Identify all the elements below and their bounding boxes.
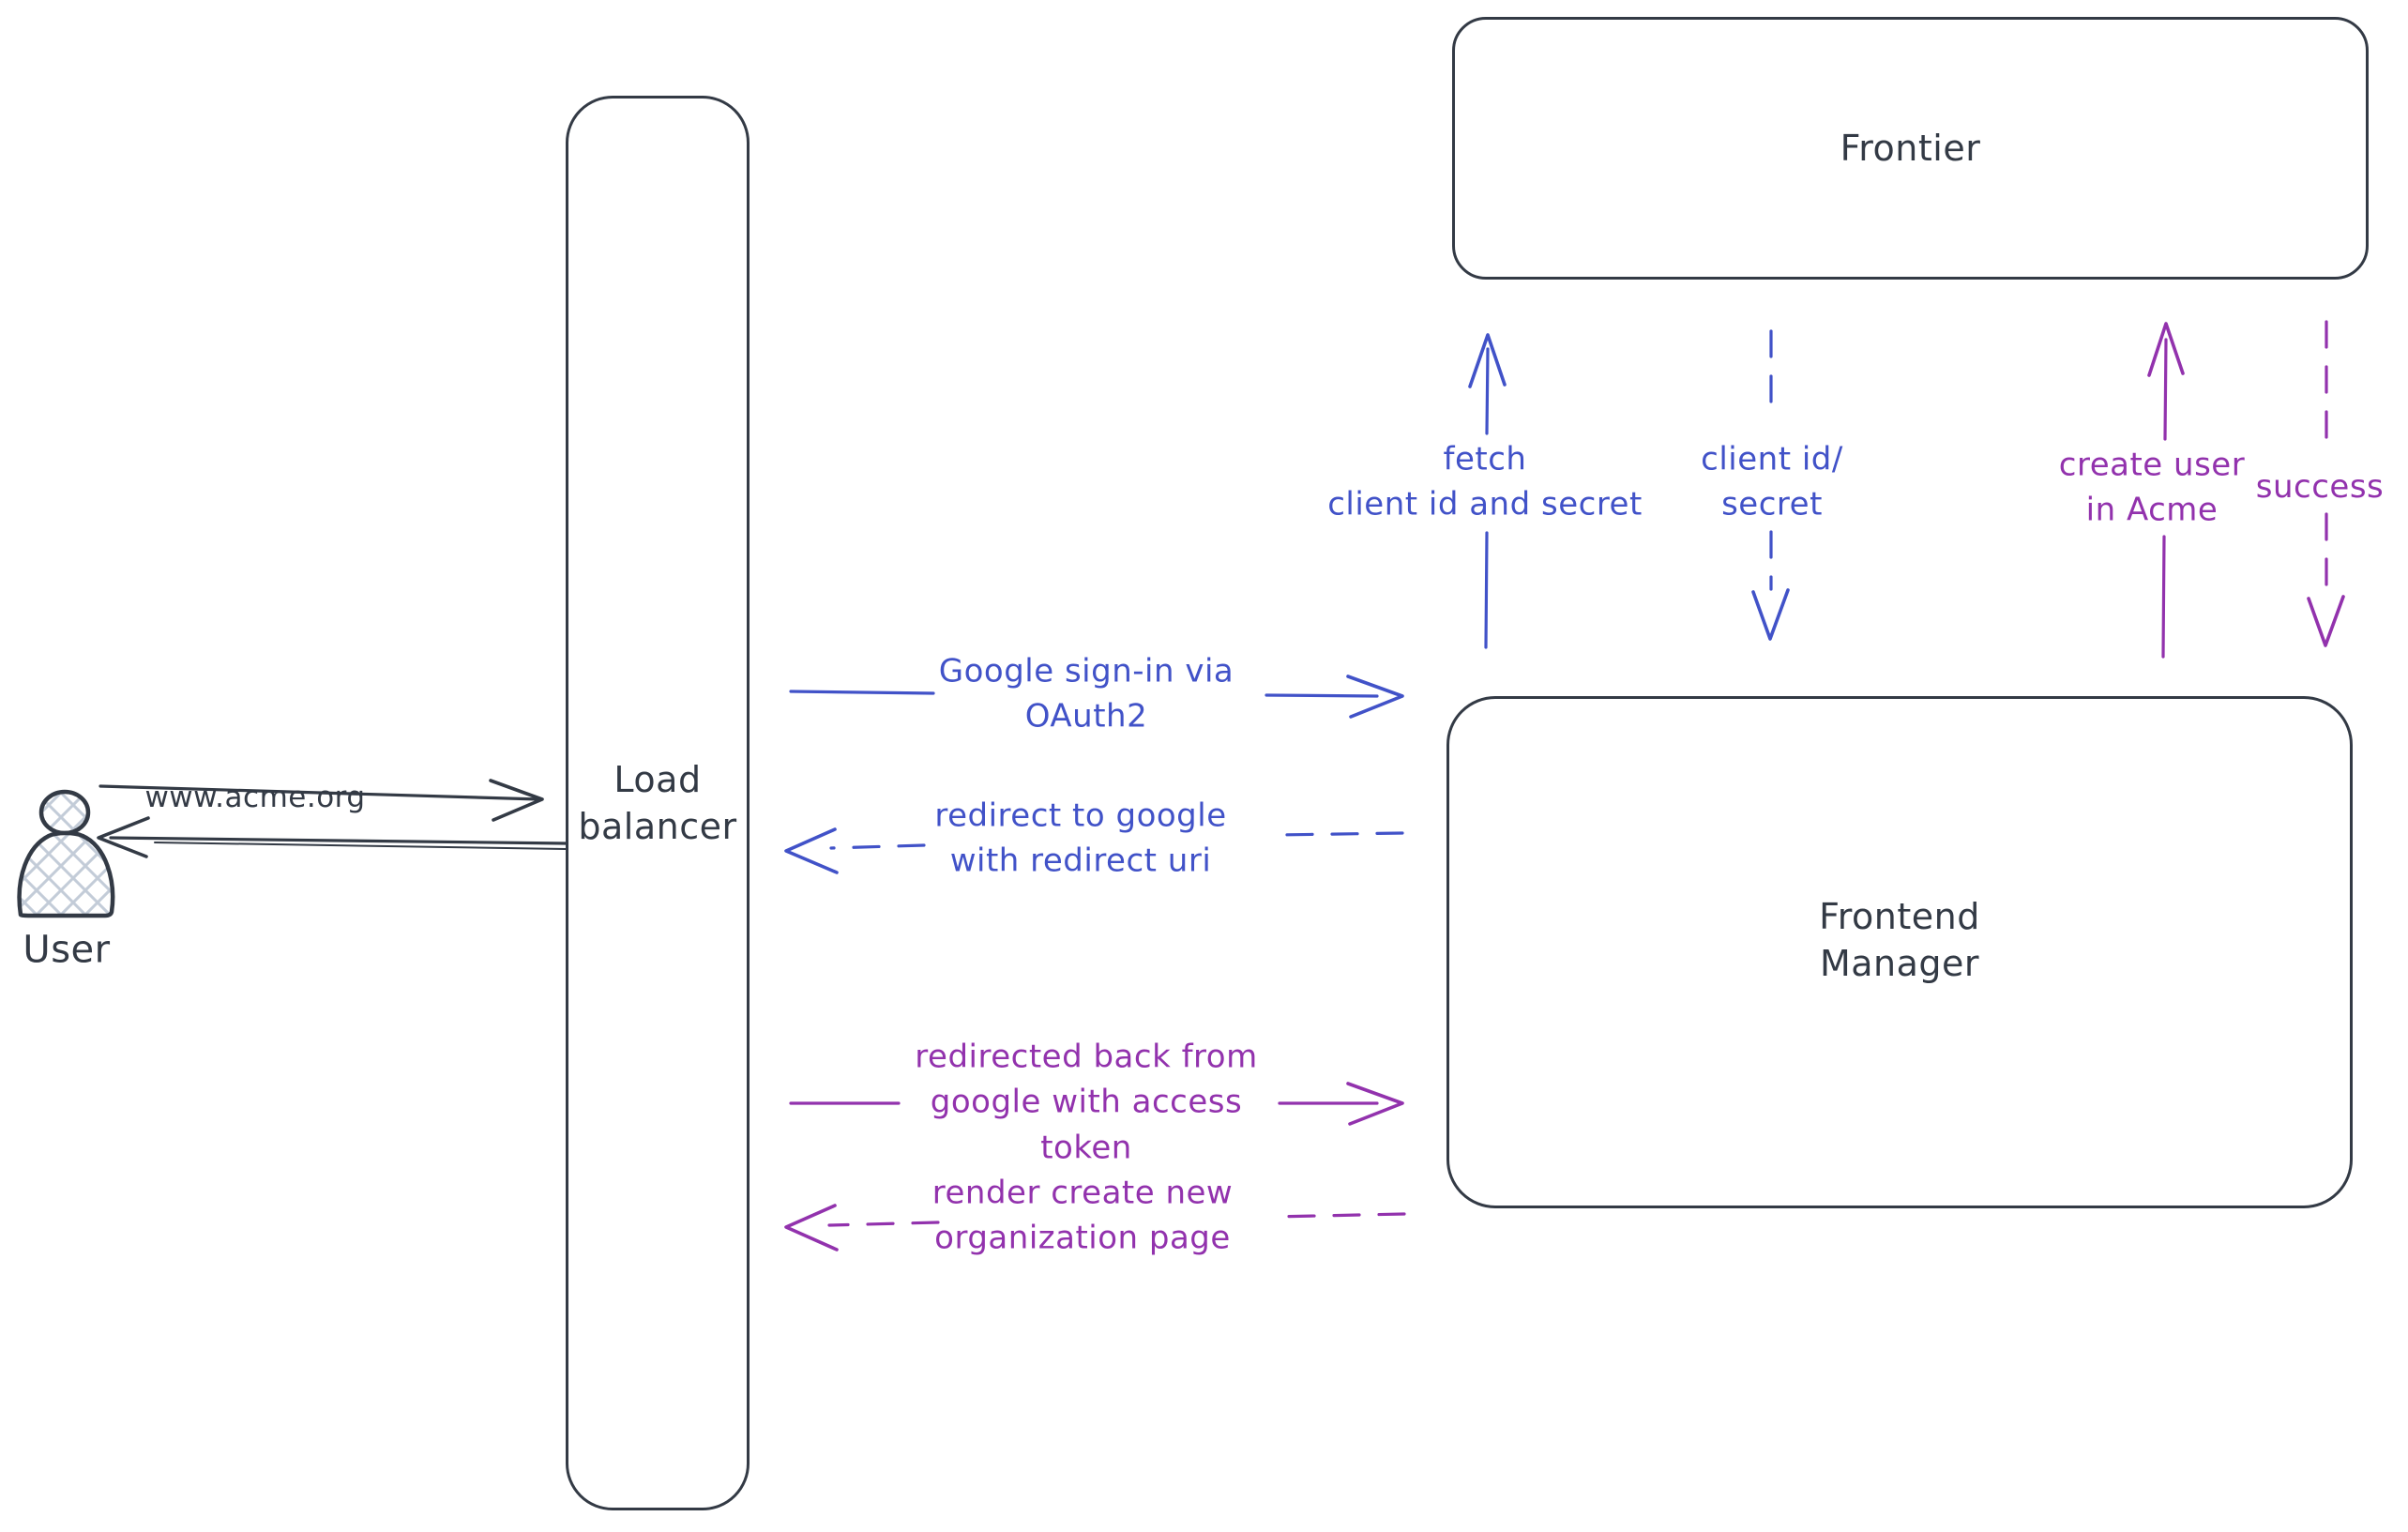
arrow-head: [1468, 333, 1507, 388]
frontend-manager-label: Frontend Manager: [1819, 895, 1980, 984]
arrow-head: [784, 1204, 839, 1251]
arrow-line: [109, 836, 568, 845]
arrow-head: [97, 816, 150, 858]
edge-google-signin[interactable]: [789, 675, 1404, 719]
arrow-line: [1484, 347, 1490, 649]
edge-redirected-back[interactable]: [789, 1082, 1404, 1126]
edge-label-www-acme[interactable]: www.acme.org: [144, 780, 366, 814]
arrow-head: [1346, 675, 1404, 719]
edge-label-success[interactable]: success: [2255, 467, 2385, 506]
edge-redirect-google[interactable]: [784, 827, 1404, 874]
edge-www-acme[interactable]: [98, 779, 544, 822]
arrow-line-sketch: [154, 842, 567, 850]
user-figure[interactable]: [17, 789, 115, 918]
arrow-line: [98, 784, 541, 801]
arrow-line: [2161, 338, 2168, 659]
load-balancer-label: Load balancer: [578, 758, 737, 847]
edge-label-redirected-back[interactable]: redirected back from google with access …: [915, 1038, 1258, 1167]
edge-label-redirect-google[interactable]: redirect to google with redirect uri: [934, 796, 1227, 880]
arrow-line: [789, 690, 1379, 698]
arrow-head: [784, 827, 839, 874]
arrow-line: [829, 831, 1404, 850]
edge-label-render-page[interactable]: render create new organization page: [931, 1174, 1234, 1257]
arrow-head: [2307, 595, 2345, 647]
arrow-head: [2147, 322, 2185, 377]
edge-label-fetch-client[interactable]: fetch client id and secret: [1327, 440, 1643, 523]
edge-create-user[interactable]: [2147, 322, 2185, 659]
edge-render-page[interactable]: [784, 1204, 1406, 1251]
edge-label-google-signin[interactable]: Google sign-in via OAuth2: [938, 652, 1234, 736]
edge-client-id-secret[interactable]: [1751, 329, 1790, 641]
arrow-head: [489, 779, 544, 822]
arrow-head: [1346, 1082, 1404, 1126]
user-body-icon: [17, 830, 115, 918]
user-head-icon: [38, 789, 91, 836]
node-frontier[interactable]: Frontier: [1452, 17, 2369, 280]
arrow-head: [1751, 588, 1790, 641]
edge-label-create-user[interactable]: create user in Acme: [2058, 446, 2246, 529]
arrow-line: [827, 1212, 1406, 1227]
frontier-label: Frontier: [1840, 127, 1981, 169]
node-load-balancer[interactable]: Load balancer: [566, 96, 750, 1510]
edge-success[interactable]: [2307, 320, 2345, 647]
user-label[interactable]: User: [23, 928, 111, 972]
edge-fetch-client[interactable]: [1468, 333, 1507, 649]
edge-label-client-id-secret[interactable]: client id/ secret: [1701, 440, 1843, 523]
node-frontend-manager[interactable]: Frontend Manager: [1446, 696, 2353, 1208]
edge-lb-response[interactable]: [97, 816, 568, 858]
